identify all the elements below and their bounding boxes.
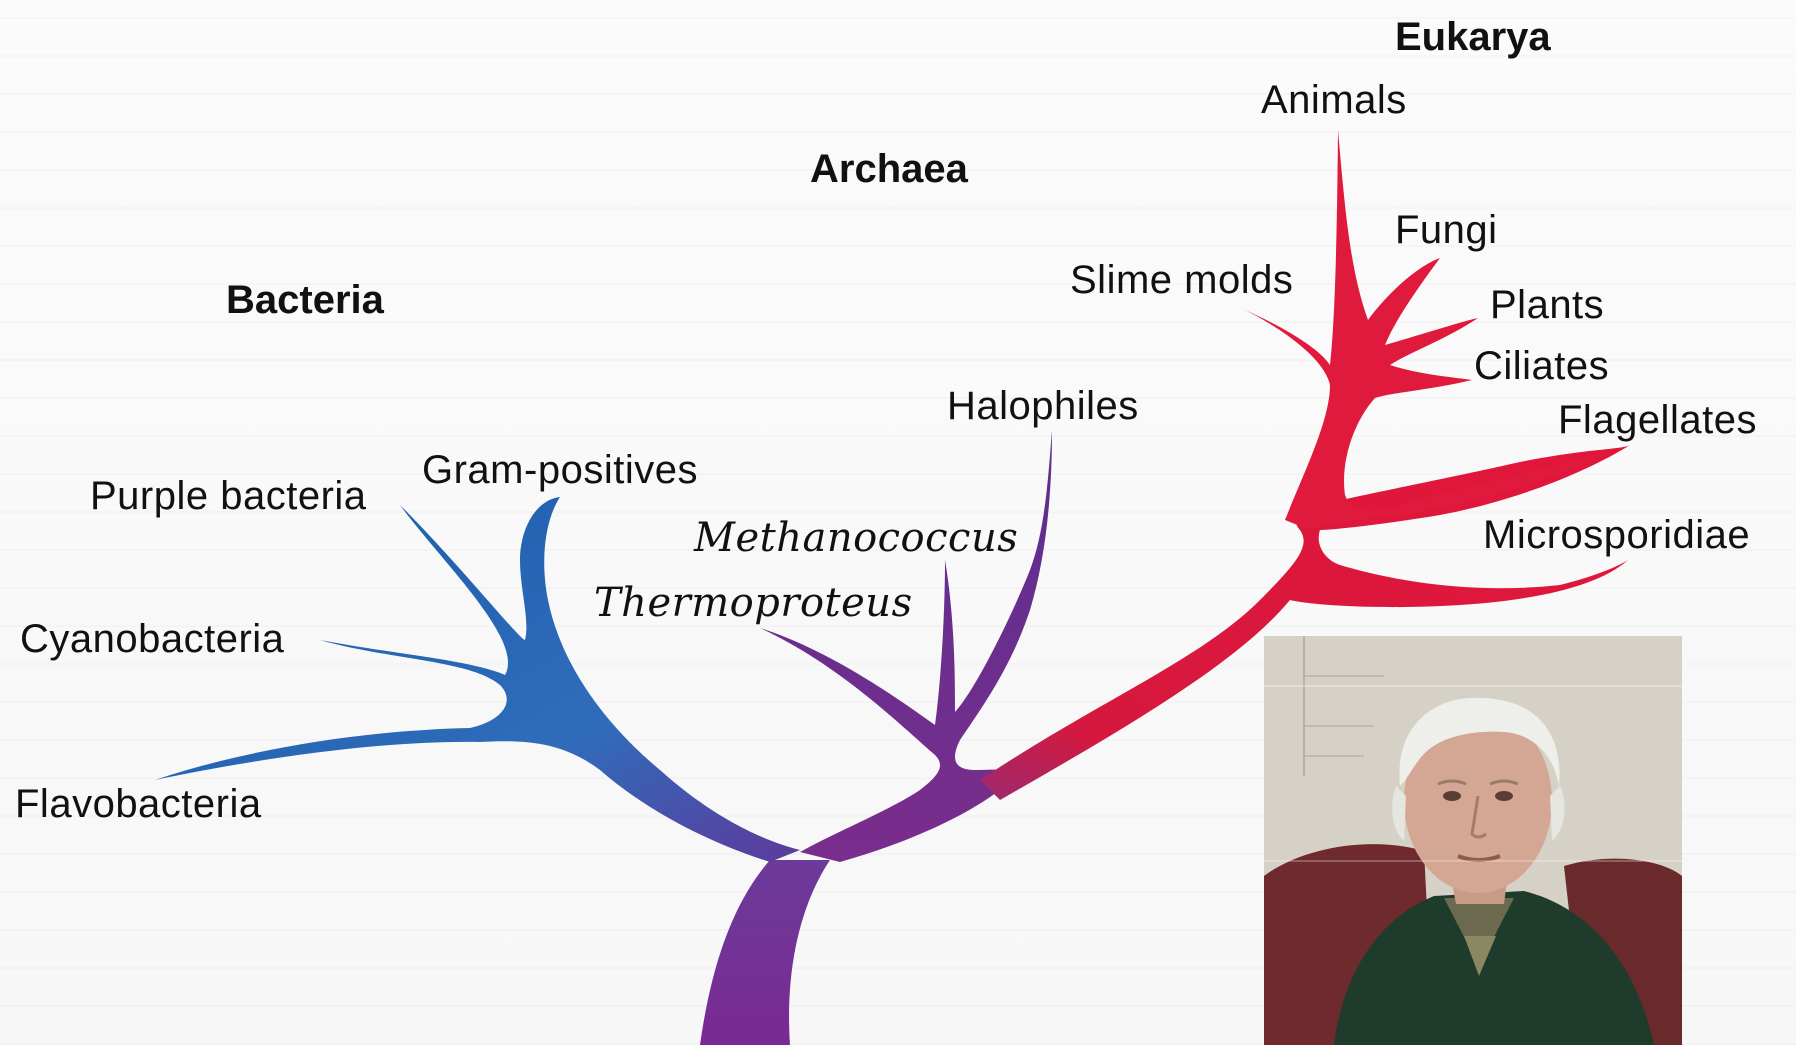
- flavobacteria-label: Flavobacteria: [15, 784, 262, 824]
- microsporidiae-label: Microsporidiae: [1483, 515, 1750, 555]
- fungi-label: Fungi: [1395, 210, 1498, 250]
- cyanobacteria-label: Cyanobacteria: [20, 619, 284, 659]
- slime-molds-label: Slime molds: [1070, 260, 1293, 300]
- bacteria-domain-label: Bacteria: [226, 280, 384, 320]
- thermoproteus-label: Thermoproteus: [594, 583, 913, 623]
- plants-label: Plants: [1490, 285, 1604, 325]
- gram-positives-label: Gram-positives: [422, 450, 698, 490]
- methanococcus-label: Methanococcus: [694, 518, 1018, 558]
- portrait-photo-icon: [1264, 636, 1682, 1045]
- trunk-branch: [700, 860, 830, 1045]
- purple-bacteria-label: Purple bacteria: [90, 476, 367, 516]
- eukarya-domain-label: Eukarya: [1395, 17, 1551, 57]
- archaea-domain-label: Archaea: [810, 149, 968, 189]
- portrait-photo: [1264, 636, 1682, 1045]
- animals-label: Animals: [1261, 80, 1407, 120]
- flagellates-label: Flagellates: [1558, 400, 1757, 440]
- ciliates-label: Ciliates: [1474, 346, 1609, 386]
- archaea-main-branch: [760, 430, 1052, 862]
- eukarya-upper-branch: [1245, 130, 1610, 530]
- halophiles-label: Halophiles: [947, 386, 1139, 426]
